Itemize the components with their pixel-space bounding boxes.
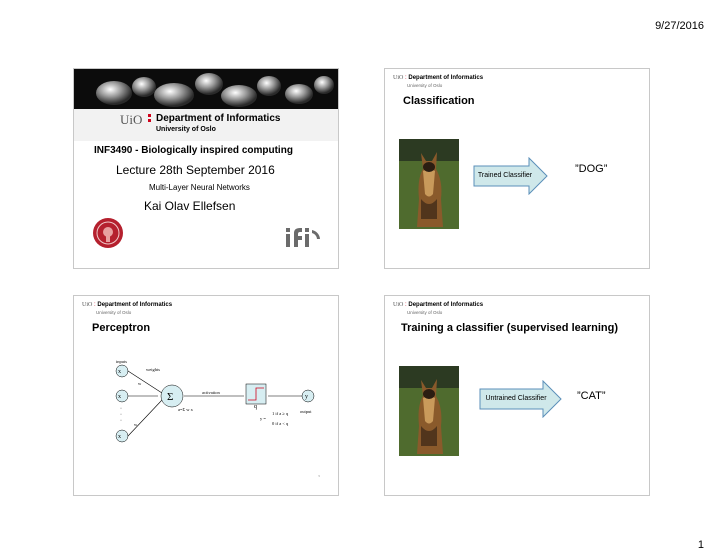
xn-label: x: [118, 434, 121, 440]
uio-logo-dot: [148, 119, 151, 122]
uio-logo: UiO: [393, 75, 404, 81]
w1-label: w: [138, 381, 142, 386]
trained-classifier-arrow: [473, 157, 548, 195]
output-label: output: [300, 409, 312, 414]
dog-photo: [399, 366, 459, 456]
sum-symbol: Σ: [167, 391, 173, 403]
activation-label: activation: [202, 390, 220, 395]
output-formula-top: 1 if a ≥ q: [272, 411, 289, 416]
y-label: y: [305, 394, 308, 400]
perceptron-diagram: inputs weights activation output x x x Σ…: [115, 359, 320, 478]
lecture-subtitle: Multi-Layer Neural Networks: [149, 183, 250, 192]
step-function-icon: [248, 387, 264, 401]
input-node-xn: [115, 429, 129, 443]
activation-formula: a=Σ w x: [178, 407, 194, 412]
ellipsis-dot: ·: [120, 412, 122, 418]
ellipsis-dot: ·: [120, 418, 122, 424]
dog-photo: [399, 139, 459, 229]
input-node-x2: [115, 389, 129, 403]
uio-logo-mark: :: [94, 302, 96, 308]
ifi-logo: [286, 228, 320, 247]
untrained-classifier-label: Untrained Classifier: [485, 395, 547, 402]
slide-header: UiO : Department of Informatics Universi…: [393, 75, 483, 89]
slide-title: Classification: [403, 95, 475, 107]
cat-result: ”CAT”: [577, 390, 606, 402]
slide-title: UiO Department of Informatics University…: [73, 68, 339, 269]
weights-label: weights: [146, 367, 160, 372]
slide-title: Training a classifier (supervised learni…: [401, 322, 619, 334]
ellipsis-dot: ·: [120, 406, 122, 412]
trained-classifier-label: Trained Classifier: [477, 172, 533, 179]
header-department: Department of Informatics: [408, 302, 484, 308]
wn-label: w: [134, 422, 138, 427]
banner-department: Department of Informatics: [156, 113, 281, 124]
header-university: University of Oslo: [407, 83, 443, 88]
slide-footnote: 3: [318, 474, 320, 478]
slide-header: UiO : Department of Informatics Universi…: [82, 302, 172, 316]
slide-classification: UiO : Department of Informatics Universi…: [384, 68, 650, 269]
output-node-y: [301, 389, 315, 403]
page-number: 1: [697, 539, 704, 551]
header-university: University of Oslo: [407, 310, 443, 315]
uio-logo: UiO: [120, 112, 143, 127]
page-date: 9/27/2016: [655, 20, 704, 32]
lecture-title: Lecture 28th September 2016: [116, 163, 275, 177]
slide-title: Perceptron: [92, 322, 151, 334]
header-department: Department of Informatics: [408, 75, 484, 81]
dog-result: ”DOG”: [575, 163, 608, 175]
uio-logo: UiO: [393, 302, 404, 308]
slide-training-classifier: UiO : Department of Informatics Universi…: [384, 295, 650, 496]
input-node-x1: [115, 364, 129, 378]
x2-label: x: [118, 394, 121, 400]
untrained-classifier-arrow: [479, 380, 562, 418]
uio-seal-logo: [93, 218, 123, 248]
sum-node: [160, 384, 184, 408]
uio-logo-dot: [148, 114, 151, 117]
uio-banner: UiO Department of Informatics University…: [74, 109, 338, 141]
header-university: University of Oslo: [96, 310, 132, 315]
slide-header: UiO : Department of Informatics Universi…: [393, 302, 483, 316]
banner-university: University of Oslo: [156, 126, 216, 133]
uio-logo-mark: :: [405, 75, 407, 81]
author-name: Kai Olav Ellefsen: [144, 199, 236, 213]
course-title: INF3490 - Biologically inspired computin…: [94, 145, 293, 156]
uio-logo-mark: :: [405, 302, 407, 308]
x1-label: x: [118, 369, 121, 375]
uio-logo: UiO: [82, 302, 93, 308]
header-department: Department of Informatics: [97, 302, 173, 308]
q-label: q: [254, 404, 257, 410]
output-formula-bottom: 0 if a < q: [272, 421, 289, 426]
robot-banner-image: [74, 69, 338, 109]
slide-perceptron: UiO : Department of Informatics Universi…: [73, 295, 339, 496]
output-formula-eq: y =: [260, 416, 266, 421]
inputs-label: inputs: [116, 359, 127, 364]
